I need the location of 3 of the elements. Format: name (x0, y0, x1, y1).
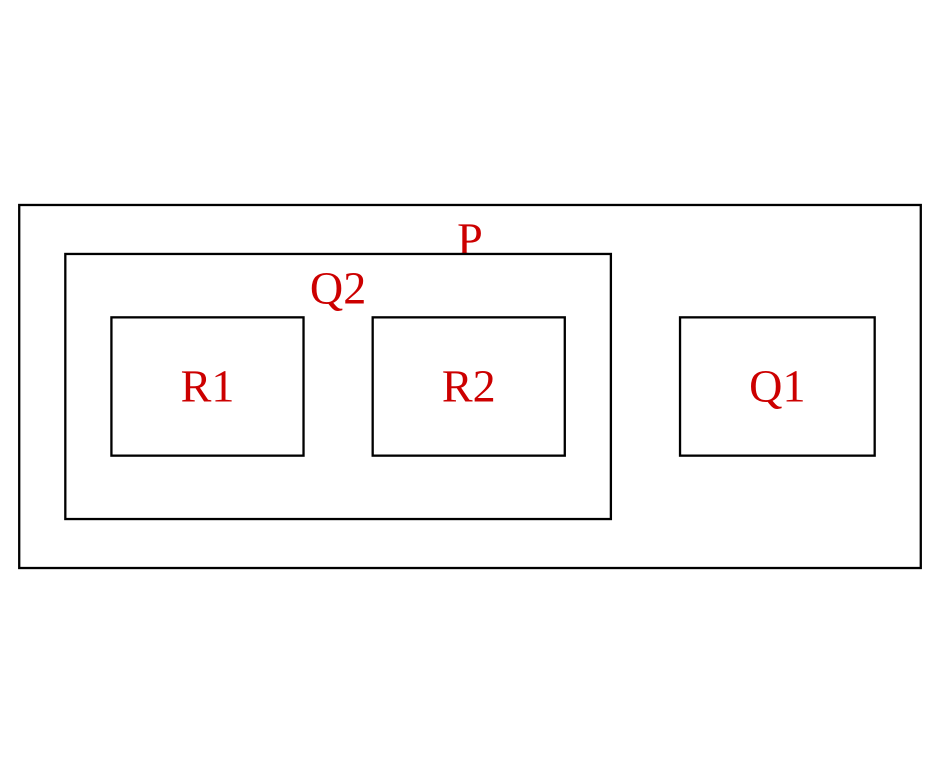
node-box: Q1 (678, 316, 876, 457)
node-box: R1 (110, 316, 305, 457)
node-box: R2 (372, 316, 566, 457)
